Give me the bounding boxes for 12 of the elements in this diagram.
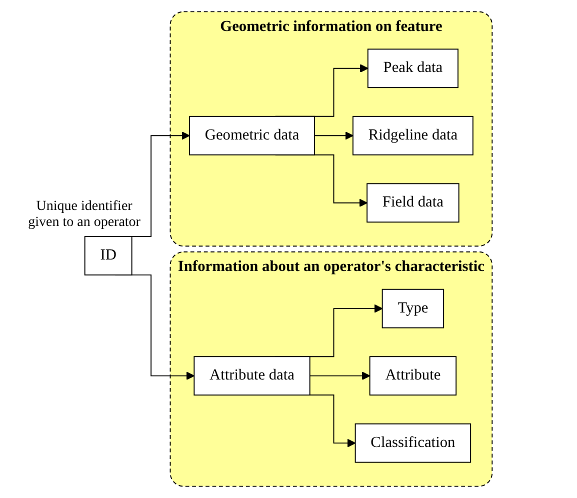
arrow xyxy=(309,372,370,380)
node-box: Geometric data xyxy=(189,116,316,156)
node-box: Ridgeline data xyxy=(352,116,474,156)
arrow xyxy=(314,131,354,140)
node-box: Attribute xyxy=(369,356,457,396)
node-box: Type xyxy=(382,288,444,328)
node-box: Attribute data xyxy=(194,356,310,396)
node-box: Field data xyxy=(366,183,460,223)
node-box: ID xyxy=(84,236,132,276)
node-box: Classification xyxy=(354,423,472,463)
node-box: Peak data xyxy=(367,48,458,88)
annotation-text: Unique identifier given to an operator xyxy=(27,198,142,230)
